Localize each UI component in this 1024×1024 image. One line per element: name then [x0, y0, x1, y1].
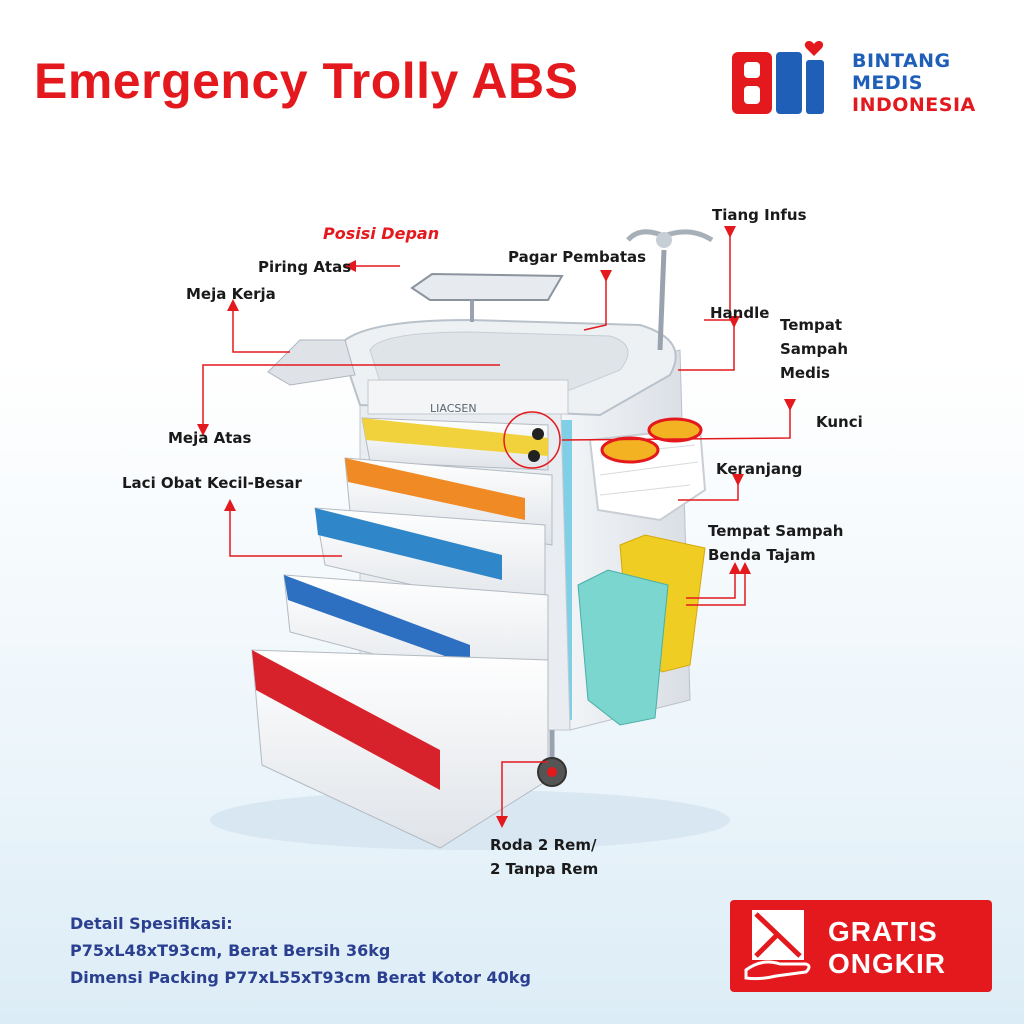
label-roda-1: Roda 2 Rem/	[490, 836, 597, 854]
lock-highlight	[503, 411, 561, 469]
page-title: Emergency Trolly ABS	[34, 53, 579, 109]
badge-line-1: GRATIS	[828, 916, 938, 947]
delivery-hand-box-icon	[744, 910, 811, 981]
sharps-bin-teal	[577, 569, 669, 726]
side-basket	[588, 417, 707, 522]
brand-logo	[730, 38, 840, 118]
spec-block: Detail Spesifikasi: P75xL48xT93cm, Berat…	[70, 910, 531, 991]
label-tiang-infus: Tiang Infus	[712, 206, 807, 224]
lock-icon-2	[528, 450, 540, 462]
label-tempat-sampah-tajam-2: Benda Tajam	[708, 546, 816, 564]
logo-line-1: BINTANG	[852, 50, 951, 72]
leader-lines	[197, 226, 796, 828]
spec-line-1: P75xL48xT93cm, Berat Bersih 36kg	[70, 941, 391, 960]
label-pagar-pembatas: Pagar Pembatas	[508, 248, 647, 266]
work-shelf	[267, 339, 356, 386]
drawer-1	[361, 417, 549, 471]
product-brand: LIACSEN	[430, 402, 477, 415]
heart-icon	[804, 41, 824, 56]
label-roda-2: 2 Tanpa Rem	[490, 860, 599, 878]
label-tempat-sampah-tajam-1: Tempat Sampah	[708, 522, 844, 540]
label-kunci: Kunci	[816, 413, 863, 431]
spec-line-2: Dimensi Packing P77xL55xT93cm Berat Koto…	[70, 968, 531, 987]
label-keranjang: Keranjang	[716, 460, 803, 478]
logo-line-2: MEDIS	[852, 72, 923, 94]
wheel	[537, 730, 567, 787]
label-meja-atas: Meja Atas	[168, 429, 252, 447]
free-shipping-badge: GRATIS ONGKIR	[730, 900, 992, 992]
top-table: LIACSEN	[338, 318, 677, 417]
view-subtitle: Posisi Depan	[323, 224, 440, 243]
logo-line-3: INDONESIA	[852, 94, 976, 116]
label-meja-kerja: Meja Kerja	[186, 285, 276, 303]
label-tempat-sampah-medis-3: Medis	[780, 364, 830, 382]
label-laci-obat: Laci Obat Kecil-Besar	[122, 474, 302, 492]
iv-pole	[626, 229, 714, 351]
lock-icon	[532, 428, 544, 440]
label-tempat-sampah-medis-1: Tempat	[780, 316, 843, 334]
label-piring-atas: Piring Atas	[258, 258, 352, 276]
spec-heading: Detail Spesifikasi:	[70, 914, 233, 933]
logo-text: BINTANG MEDIS INDONESIA	[852, 50, 976, 116]
label-tempat-sampah-medis-2: Sampah	[780, 340, 849, 358]
top-tray	[410, 272, 564, 322]
badge-text: GRATIS ONGKIR	[828, 916, 946, 980]
badge-line-2: ONGKIR	[828, 948, 946, 979]
drawer-5	[251, 649, 549, 849]
bm-logo-icon	[732, 41, 824, 114]
label-handle: Handle	[710, 304, 770, 322]
